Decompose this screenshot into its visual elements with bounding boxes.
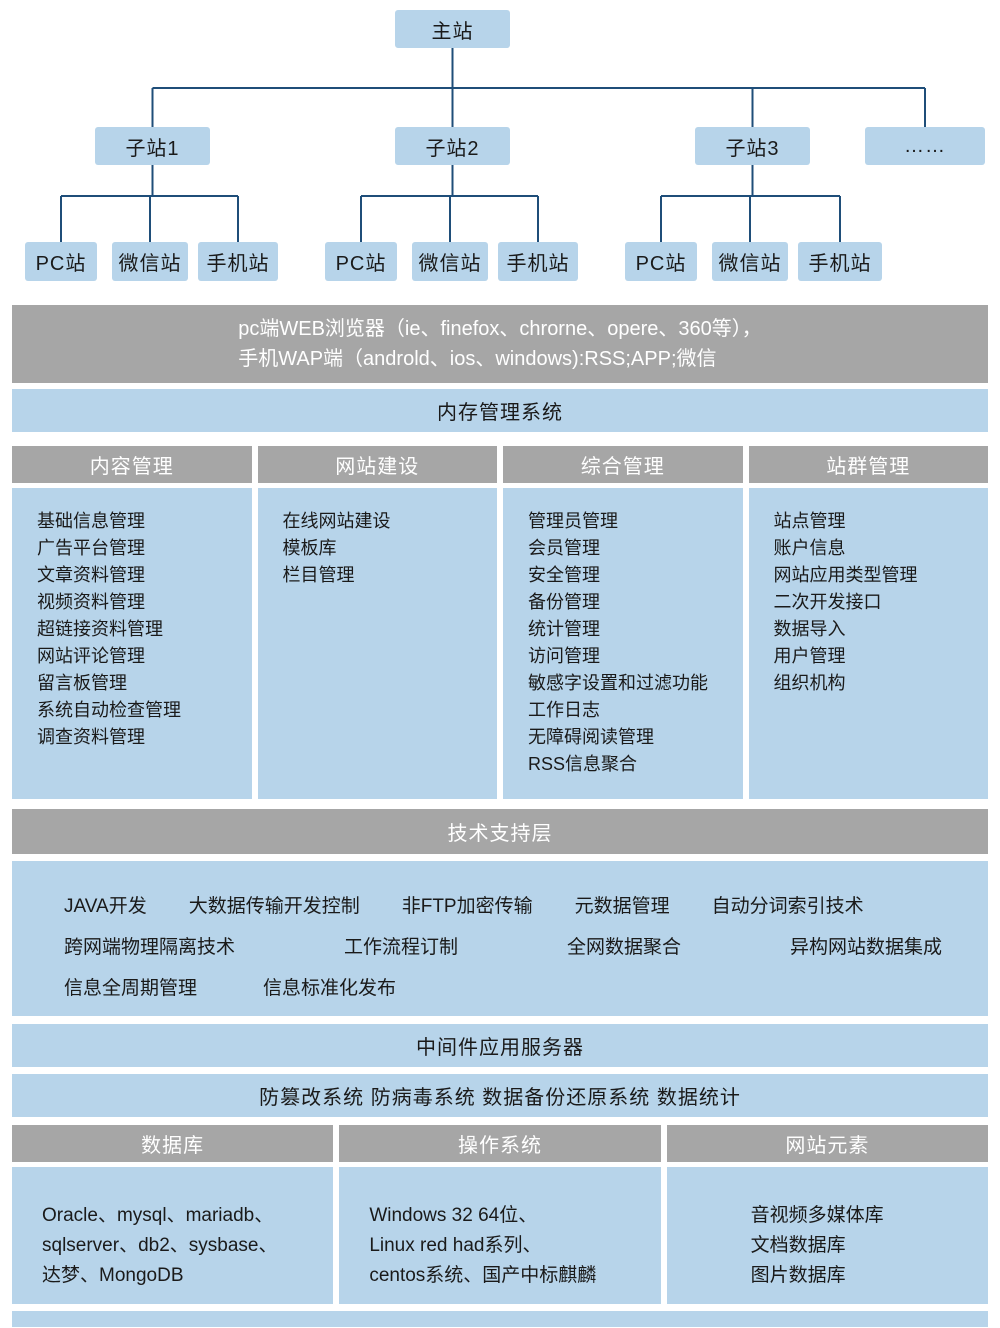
column-body-site-group-management: 站点管理账户信息网站应用类型管理二次开发接口数据导入用户管理组织机构 — [748, 488, 988, 799]
management-item: RSS信息聚合 — [528, 754, 638, 774]
tech-item: JAVA开发 — [64, 896, 147, 917]
management-item: 调查资料管理 — [37, 727, 145, 747]
tree-node-pc-site-2: PC站 — [325, 242, 397, 281]
management-item: 系统自动检查管理 — [37, 700, 181, 720]
management-bodies-row: 基础信息管理广告平台管理文章资料管理视频资料管理超链接资料管理网站评论管理留言板… — [12, 488, 988, 799]
tech-item: 工作流程订制 — [343, 937, 458, 958]
management-item: 安全管理 — [528, 565, 600, 585]
os-line: Windows 32 64位、 — [369, 1205, 538, 1226]
tech-item: 跨网端物理隔离技术 — [64, 937, 236, 958]
management-item: 站点管理 — [773, 511, 846, 531]
column-header-site-group-management: 站群管理 — [748, 446, 988, 483]
management-item: 超链接资料管理 — [37, 619, 163, 639]
tech-row-2: 跨网端物理隔离技术 工作流程订制 全网数据聚合 异构网站数据集成 — [64, 932, 942, 959]
client-access-banner: pc端WEB浏览器（ie、finefox、chrorne、opere、360等）… — [12, 305, 988, 383]
site-element-line: 音视频多媒体库 — [750, 1205, 884, 1226]
tree-node-wechat-site-1: 微信站 — [112, 242, 188, 281]
tech-row-1: JAVA开发 大数据传输开发控制 非FTP加密传输 元数据管理 自动分词索引技术 — [64, 891, 942, 918]
management-item: 敏感字设置和过滤功能 — [528, 673, 708, 693]
tech-item: 异构网站数据集成 — [789, 937, 942, 958]
tree-node-subsite-1: 子站1 — [95, 127, 210, 165]
security-systems-banner: 防篡改系统 防病毒系统 数据备份还原系统 数据统计 — [12, 1074, 988, 1117]
management-item: 网站应用类型管理 — [773, 565, 918, 585]
tech-item: 元数据管理 — [574, 896, 670, 917]
tree-node-main-site: 主站 — [395, 10, 510, 48]
management-item: 留言板管理 — [37, 673, 127, 693]
client-access-text: pc端WEB浏览器（ie、finefox、chrorne、opere、360等）… — [238, 314, 762, 374]
management-item: 广告平台管理 — [37, 538, 145, 558]
management-item: 工作日志 — [528, 700, 600, 720]
tree-node-subsite-2: 子站2 — [395, 127, 510, 165]
tree-node-subsite-more: …… — [865, 127, 985, 165]
column-body-site-elements: 音视频多媒体库文档数据库图片数据库 — [666, 1167, 988, 1304]
tech-support-layer-banner: 技术支持层 — [12, 809, 988, 854]
site-element-line: 图片数据库 — [750, 1265, 846, 1286]
column-header-content-management: 内容管理 — [12, 446, 252, 483]
middleware-server-banner: 中间件应用服务器 — [12, 1024, 988, 1067]
management-item: 数据导入 — [773, 619, 846, 639]
site-element-line: 文档数据库 — [750, 1235, 846, 1256]
database-line: 达梦、MongoDB — [42, 1265, 184, 1286]
site-structure-tree: 主站 子站1 子站2 子站3 …… PC站 微信站 手机站 PC站 微信站 手机… — [0, 0, 1000, 305]
column-body-general-management: 管理员管理会员管理安全管理备份管理统计管理访问管理敏感字设置和过滤功能工作日志无… — [503, 488, 743, 799]
management-item: 统计管理 — [528, 619, 600, 639]
management-item: 用户管理 — [773, 646, 846, 666]
tree-node-mobile-site-1: 手机站 — [198, 242, 278, 281]
os-line: Linux red had系列、 — [369, 1235, 542, 1256]
tech-item: 全网数据聚合 — [566, 937, 681, 958]
os-line: centos系统、国产中标麒麟 — [369, 1265, 597, 1286]
management-item: 访问管理 — [528, 646, 600, 666]
tech-item: 非FTP加密传输 — [401, 896, 533, 917]
tree-node-wechat-site-2: 微信站 — [412, 242, 488, 281]
column-header-database: 数据库 — [12, 1125, 334, 1162]
tech-row-3: 信息全周期管理 信息标准化发布 — [64, 973, 942, 1000]
column-header-site-elements: 网站元素 — [666, 1125, 988, 1162]
infrastructure-bodies-row: Oracle、mysql、mariadb、 sqlserver、db2、sysba… — [12, 1167, 988, 1304]
management-item: 无障碍阅读管理 — [528, 727, 654, 747]
management-item: 基础信息管理 — [37, 511, 145, 531]
management-item: 会员管理 — [528, 538, 600, 558]
column-body-site-building: 在线网站建设模板库栏目管理 — [257, 488, 497, 799]
tech-item: 信息标准化发布 — [263, 978, 397, 999]
bottom-blue-bar — [12, 1311, 988, 1327]
tech-item: 信息全周期管理 — [64, 978, 198, 999]
tree-node-mobile-site-2: 手机站 — [498, 242, 578, 281]
database-line: sqlserver、db2、sysbase、 — [42, 1235, 278, 1256]
management-item: 账户信息 — [773, 538, 846, 558]
tree-node-pc-site-3: PC站 — [625, 242, 697, 281]
client-access-line-1: pc端WEB浏览器（ie、finefox、chrorne、opere、360等）… — [238, 318, 762, 340]
management-headers-row: 内容管理 网站建设 综合管理 站群管理 — [12, 446, 988, 483]
management-item: 组织机构 — [773, 673, 846, 693]
tree-connector-lines — [60, 48, 926, 242]
tech-item: 大数据传输开发控制 — [188, 896, 360, 917]
main-content: pc端WEB浏览器（ie、finefox、chrorne、opere、360等）… — [12, 305, 988, 1327]
management-item: 栏目管理 — [282, 565, 355, 585]
management-item: 管理员管理 — [528, 511, 618, 531]
management-item: 文章资料管理 — [37, 565, 145, 585]
column-header-general-management: 综合管理 — [503, 446, 743, 483]
management-item: 网站评论管理 — [37, 646, 145, 666]
management-item: 在线网站建设 — [282, 511, 391, 531]
infrastructure-headers-row: 数据库 操作系统 网站元素 — [12, 1125, 988, 1162]
tree-node-wechat-site-3: 微信站 — [712, 242, 788, 281]
cms-system-banner: 内存管理系统 — [12, 389, 988, 432]
column-body-operating-system: Windows 32 64位、 Linux red had系列、 centos系统、… — [339, 1167, 661, 1304]
management-item: 模板库 — [282, 538, 337, 558]
tech-item: 自动分词索引技术 — [711, 896, 864, 917]
column-body-content-management: 基础信息管理广告平台管理文章资料管理视频资料管理超链接资料管理网站评论管理留言板… — [12, 488, 252, 799]
client-access-line-2: 手机WAP端（androld、ios、windows):RSS;APP;微信 — [238, 348, 717, 370]
management-item: 二次开发接口 — [773, 592, 882, 612]
column-body-database: Oracle、mysql、mariadb、 sqlserver、db2、sysba… — [12, 1167, 334, 1304]
column-header-site-building: 网站建设 — [257, 446, 497, 483]
tree-node-subsite-3: 子站3 — [695, 127, 810, 165]
database-line: Oracle、mysql、mariadb、 — [42, 1205, 274, 1226]
tech-support-block: JAVA开发 大数据传输开发控制 非FTP加密传输 元数据管理 自动分词索引技术 跨网端… — [12, 861, 988, 1016]
tree-node-mobile-site-3: 手机站 — [798, 242, 882, 281]
column-header-operating-system: 操作系统 — [339, 1125, 661, 1162]
tree-node-pc-site-1: PC站 — [25, 242, 97, 281]
management-item: 备份管理 — [528, 592, 600, 612]
management-item: 视频资料管理 — [37, 592, 145, 612]
